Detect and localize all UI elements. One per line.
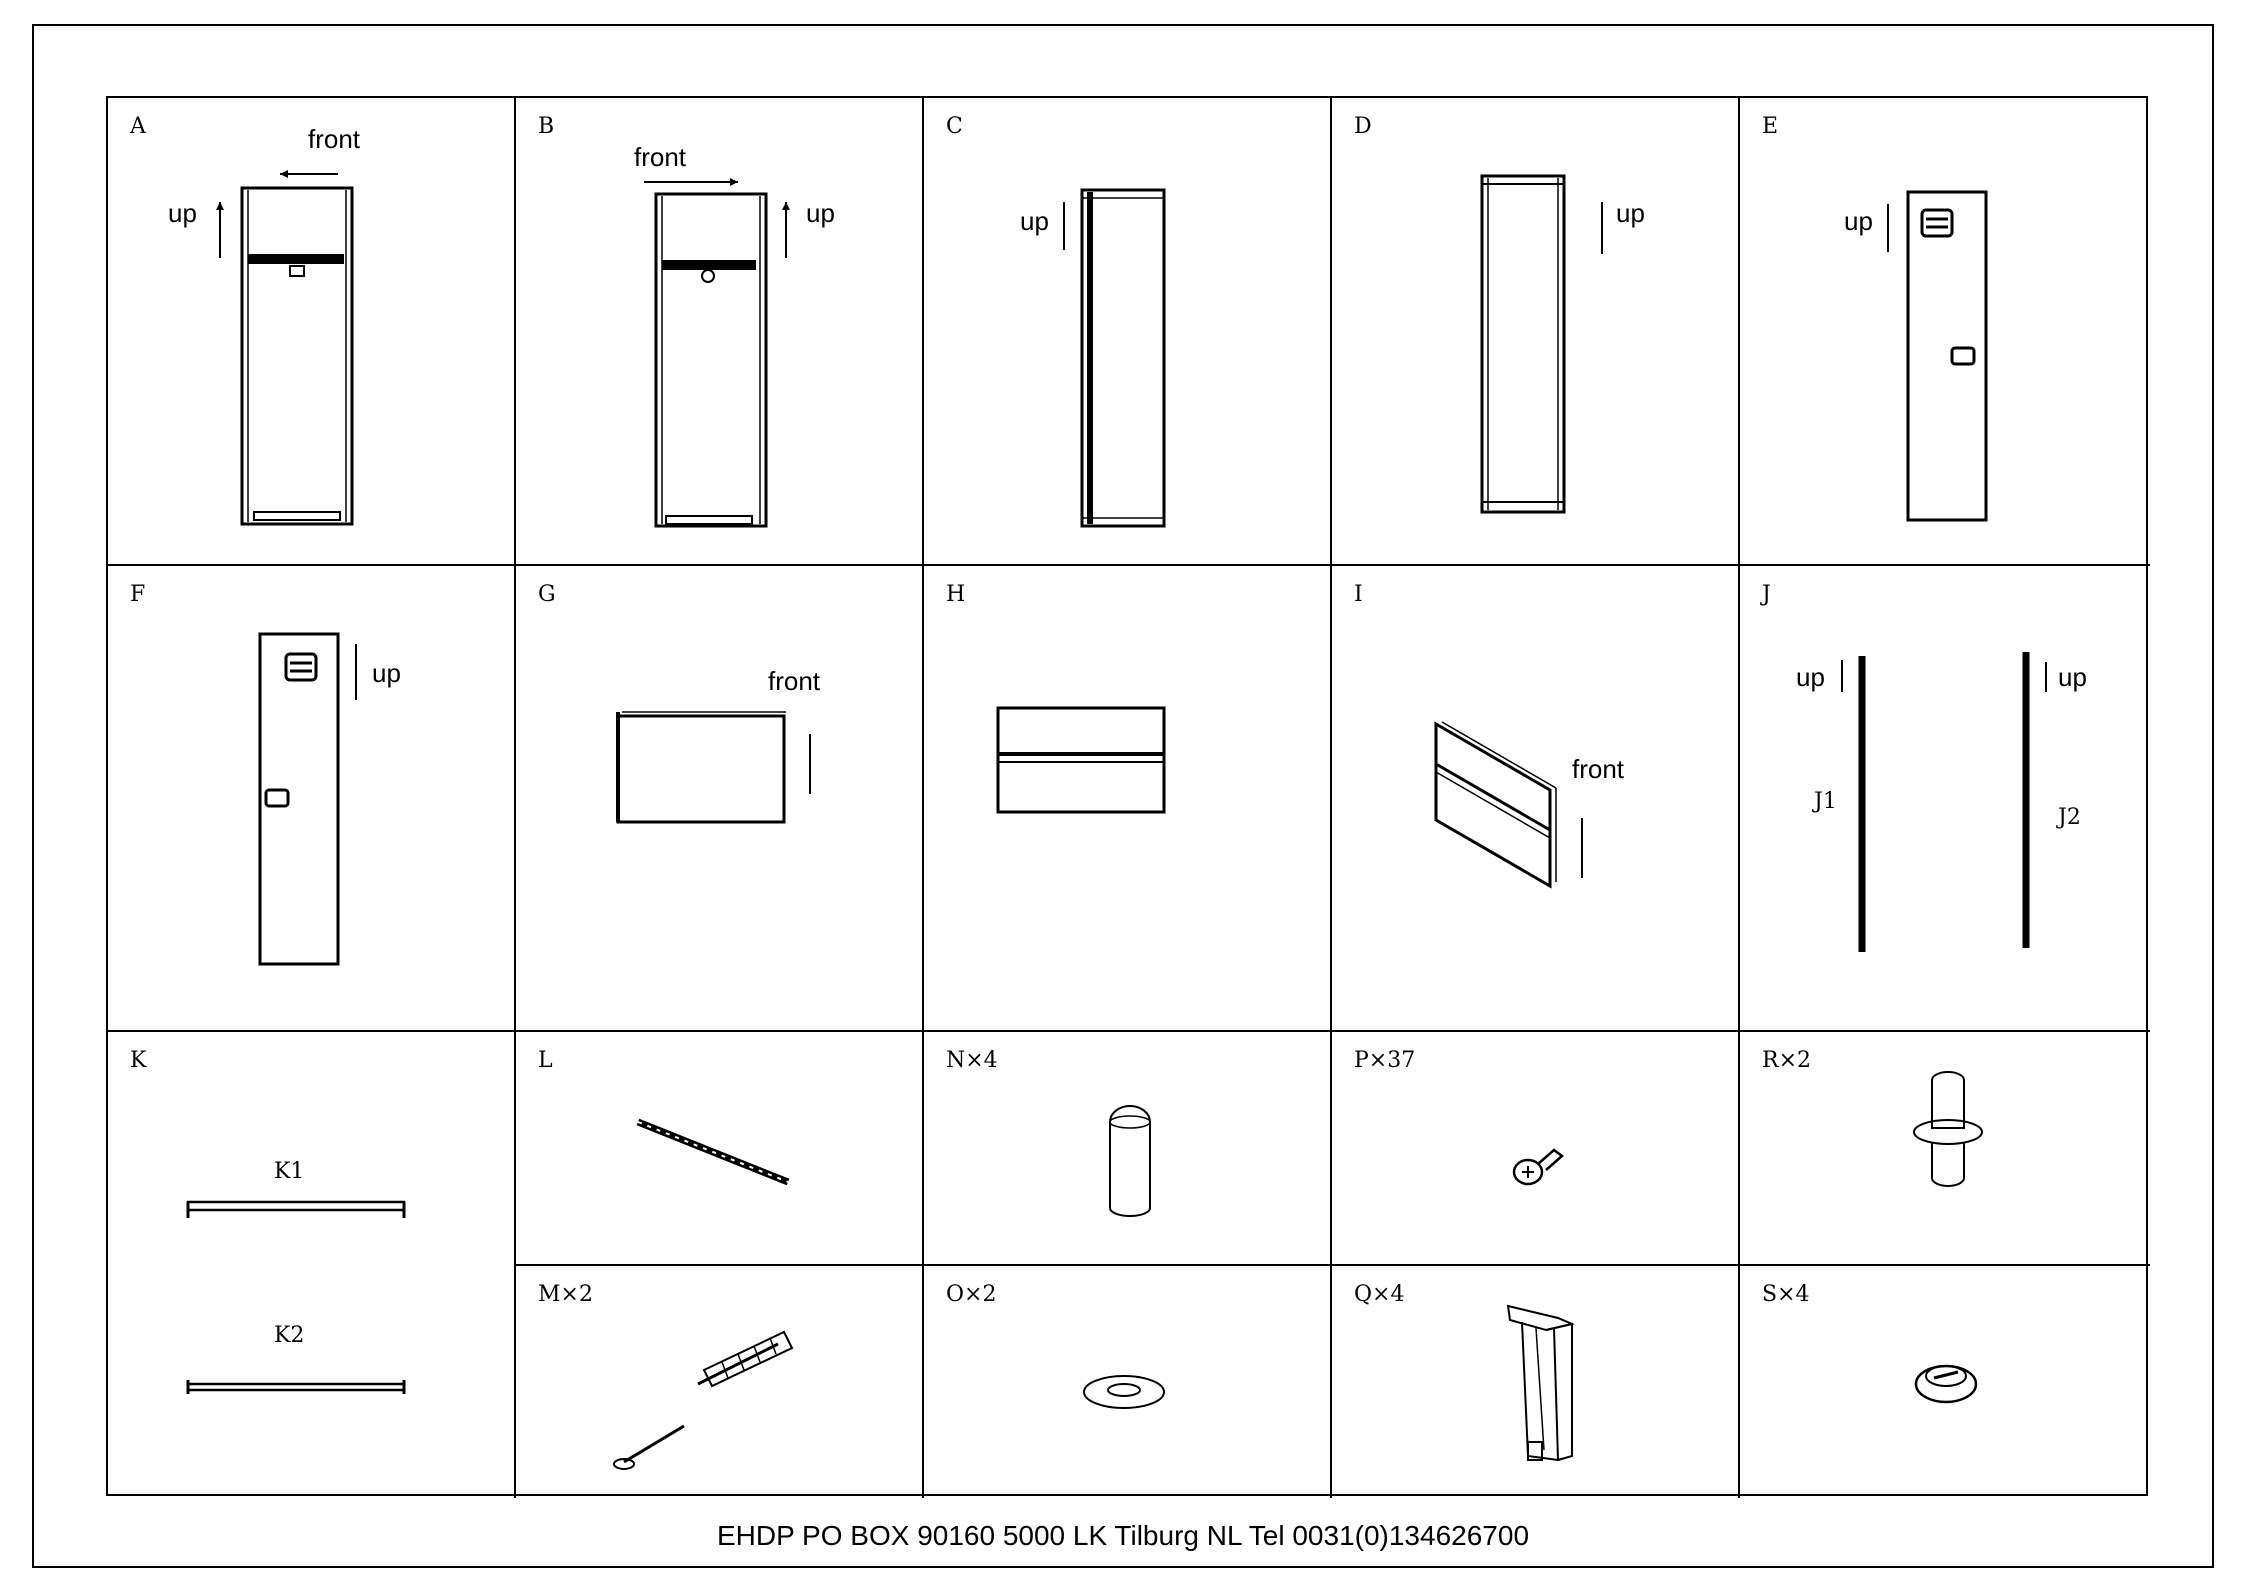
panel-f-drawing: up xyxy=(108,566,514,1030)
j2-label: J2 xyxy=(2056,805,2081,830)
panel-j-drawing: up J1 up J2 xyxy=(1740,566,2148,1030)
panel-b-drawing: front up xyxy=(516,98,922,564)
part-cell-k: K K1 K2 xyxy=(108,1032,516,1498)
panel-m-drawing xyxy=(516,1266,922,1496)
front-label: front xyxy=(634,142,687,172)
panel-h-drawing xyxy=(924,566,1330,1030)
up-label: up xyxy=(168,198,197,228)
panel-c-drawing: up xyxy=(924,98,1330,564)
panel-q-drawing xyxy=(1332,1266,1738,1496)
panel-e-drawing: up xyxy=(1740,98,2148,564)
part-cell-i: I front xyxy=(1332,566,1740,1032)
part-cell-r: R×2 xyxy=(1740,1032,2150,1266)
part-cell-l: L xyxy=(516,1032,924,1266)
front-label: front xyxy=(768,666,821,696)
front-label: front xyxy=(308,124,361,154)
up-label: up xyxy=(372,658,401,688)
part-cell-n: N×4 xyxy=(924,1032,1332,1266)
up-label: up xyxy=(1020,206,1049,236)
part-cell-e: E up xyxy=(1740,98,2150,566)
panel-g-drawing: front xyxy=(516,566,922,1030)
up-label-j2: up xyxy=(2058,662,2087,692)
k1-label: K1 xyxy=(274,1159,304,1184)
panel-o-drawing xyxy=(924,1266,1330,1496)
j1-label: J1 xyxy=(1812,789,1837,814)
footer-address: EHDP PO BOX 90160 5000 LK Tilburg NL Tel… xyxy=(0,1520,2246,1552)
panel-i-drawing: front xyxy=(1332,566,1738,1030)
panel-p-drawing xyxy=(1332,1032,1738,1264)
panel-k-drawing: K1 K2 xyxy=(108,1032,514,1496)
part-cell-a: A front up xyxy=(108,98,516,566)
panel-d-drawing: up xyxy=(1332,98,1738,564)
part-cell-s: S×4 xyxy=(1740,1266,2150,1498)
part-cell-m: M×2 xyxy=(516,1266,924,1498)
up-label-j1: up xyxy=(1796,662,1825,692)
panel-n-drawing xyxy=(924,1032,1330,1264)
part-cell-h: H xyxy=(924,566,1332,1032)
part-cell-b: B front up xyxy=(516,98,924,566)
part-cell-d: D up xyxy=(1332,98,1740,566)
front-label: front xyxy=(1572,754,1625,784)
panel-l-drawing xyxy=(516,1032,922,1264)
part-cell-j: J up J1 up J2 xyxy=(1740,566,2150,1032)
part-cell-p: P×37 xyxy=(1332,1032,1740,1266)
k2-label: K2 xyxy=(274,1323,304,1348)
part-cell-o: O×2 xyxy=(924,1266,1332,1498)
part-cell-g: G front xyxy=(516,566,924,1032)
panel-s-drawing xyxy=(1740,1266,2148,1496)
part-cell-q: Q×4 xyxy=(1332,1266,1740,1498)
panel-a-drawing: front up xyxy=(108,98,514,564)
part-cell-c: C up xyxy=(924,98,1332,566)
up-label: up xyxy=(1616,198,1645,228)
panel-r-drawing xyxy=(1740,1032,2148,1264)
part-cell-f: F up xyxy=(108,566,516,1032)
up-label: up xyxy=(806,198,835,228)
parts-grid: A front up B front up xyxy=(106,96,2148,1496)
up-label: up xyxy=(1844,206,1873,236)
